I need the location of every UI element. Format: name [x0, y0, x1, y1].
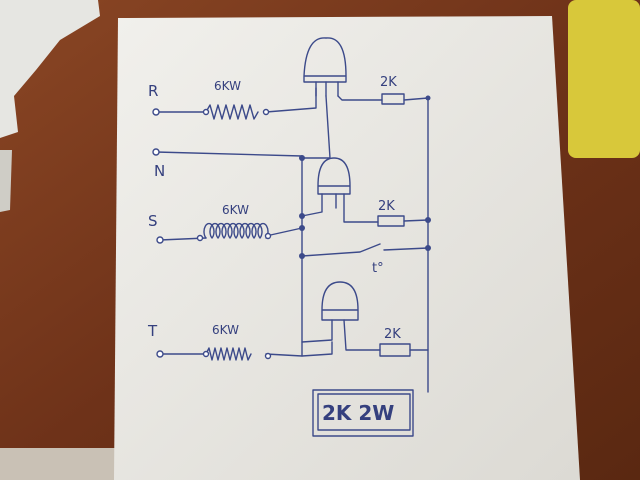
- thermostat-switch: [301, 243, 429, 257]
- paper-sheet: [114, 16, 580, 480]
- circuit-drawing: [155, 37, 429, 437]
- resistor-bottom: [379, 343, 411, 357]
- resistor-middle: [377, 215, 405, 227]
- rating-t: 6KW: [212, 323, 239, 337]
- note-box-text: 2K 2W: [322, 401, 394, 425]
- thyristor-top: [303, 37, 347, 83]
- thyristor-middle: [317, 157, 351, 195]
- rating-r: 6KW: [214, 79, 241, 93]
- crumpled-paper: [0, 0, 100, 138]
- label-r: R: [148, 82, 158, 100]
- label-t: T: [147, 322, 158, 340]
- heater-s: [203, 222, 269, 239]
- switch-label: t°: [372, 261, 384, 276]
- resistor-label-top: 2K: [380, 75, 397, 90]
- heater-t: [205, 347, 252, 361]
- terminal-t: [156, 350, 164, 358]
- yellow-notepad: [568, 0, 640, 158]
- rating-s: 6KW: [222, 203, 249, 217]
- terminal-r: [152, 108, 160, 116]
- floor-tile: [0, 448, 118, 480]
- wire-n: [155, 151, 303, 157]
- terminals: [152, 108, 272, 360]
- resistor-top: [381, 93, 405, 105]
- resistor-label-bottom: 2K: [384, 327, 401, 342]
- terminal-s: [156, 236, 164, 244]
- note-box-frame: [312, 389, 414, 437]
- thyristor-bottom: [321, 281, 359, 321]
- junctions: [299, 95, 431, 259]
- resistor-label-middle: 2K: [378, 199, 395, 214]
- label-s: S: [148, 212, 158, 230]
- heater-r: [205, 104, 259, 120]
- label-n: N: [154, 162, 165, 180]
- terminal-n: [152, 148, 160, 156]
